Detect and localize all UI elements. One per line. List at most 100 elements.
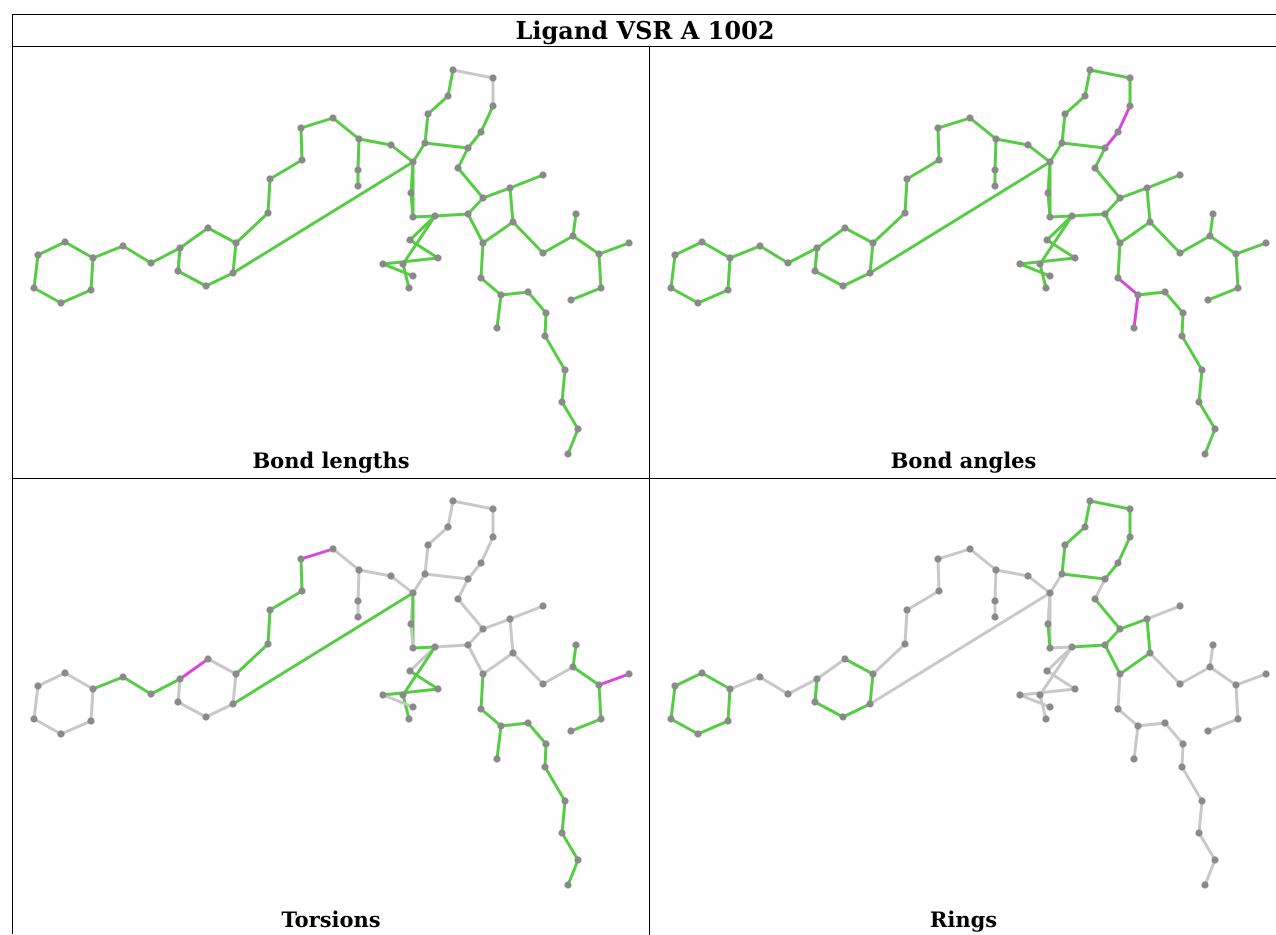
bond: [843, 226, 875, 245]
atom: [406, 667, 414, 675]
bond: [758, 244, 790, 265]
atom: [489, 533, 497, 541]
bond: [541, 665, 575, 686]
bond: [1048, 572, 1064, 595]
atom: [1114, 705, 1122, 713]
atom: [409, 644, 417, 652]
atom: [901, 209, 909, 217]
bond: [381, 693, 415, 709]
atom: [57, 730, 65, 738]
bond: [1132, 293, 1140, 330]
atom: [454, 595, 462, 603]
bond: [526, 721, 548, 746]
atom: [1036, 691, 1044, 699]
bond: [1116, 672, 1122, 711]
atom: [1016, 691, 1024, 699]
bond: [569, 286, 603, 302]
atom: [694, 730, 702, 738]
atom: [424, 110, 432, 118]
atom: [1114, 274, 1122, 282]
atom: [541, 763, 549, 771]
bond: [456, 577, 470, 601]
bond: [266, 608, 272, 646]
atom: [572, 210, 580, 218]
bond: [1118, 220, 1152, 245]
bond: [268, 589, 304, 612]
bond: [1197, 831, 1217, 862]
bond: [63, 240, 95, 260]
bond: [433, 212, 470, 218]
bond: [176, 269, 208, 288]
atom: [444, 92, 452, 100]
bond: [1163, 721, 1185, 746]
atom: [625, 670, 633, 678]
atom: [811, 698, 819, 706]
bond: [726, 256, 732, 292]
atom: [264, 209, 272, 217]
atom: [202, 713, 210, 721]
atom: [1195, 829, 1203, 837]
atom: [1204, 727, 1212, 735]
molecule-diagram-rings: [667, 497, 1270, 889]
bond: [1088, 499, 1132, 511]
bond: [401, 214, 437, 266]
bond: [481, 186, 512, 200]
bond: [389, 574, 415, 595]
figure-table: Ligand VSR A 1002 Bond lengths Bond angl…: [12, 14, 1276, 935]
bond: [1083, 499, 1092, 529]
bond: [401, 645, 437, 697]
atom: [1086, 497, 1094, 505]
atom: [329, 545, 337, 553]
atom: [1101, 641, 1109, 649]
bond: [936, 116, 972, 130]
atom: [229, 269, 237, 277]
table-divider-horizontal: [13, 478, 1276, 479]
bond: [560, 799, 567, 835]
bond: [597, 672, 631, 687]
panel-bond-angles: Bond angles: [650, 48, 1276, 478]
bond: [994, 137, 1030, 147]
bond: [1018, 687, 1077, 697]
atom: [298, 156, 306, 164]
atom: [399, 260, 407, 268]
atom: [574, 425, 582, 433]
atom: [298, 587, 306, 595]
panel-rings: Rings: [650, 479, 1276, 935]
bond: [466, 196, 485, 216]
bond: [495, 293, 503, 330]
bond: [408, 669, 440, 691]
bond: [1118, 617, 1149, 631]
atom: [229, 700, 237, 708]
atom: [698, 669, 706, 677]
atom: [569, 663, 577, 671]
atom: [1024, 572, 1032, 580]
atom: [493, 755, 501, 763]
atom: [493, 324, 501, 332]
bond: [456, 166, 485, 200]
bond: [543, 765, 567, 803]
atom: [991, 613, 999, 621]
atom: [354, 182, 362, 190]
bond: [968, 116, 998, 141]
bond: [1208, 234, 1238, 256]
atom: [698, 238, 706, 246]
atom: [421, 139, 429, 147]
bond: [813, 246, 819, 273]
atom: [61, 238, 69, 246]
bond: [1197, 400, 1217, 431]
atom: [1134, 291, 1142, 299]
atom: [542, 309, 550, 317]
atom: [934, 124, 942, 132]
bond: [1018, 262, 1052, 278]
bond: [499, 721, 530, 728]
atom: [934, 555, 942, 563]
bond: [1208, 212, 1215, 238]
bond: [560, 368, 567, 404]
panel-caption: Rings: [929, 907, 998, 932]
bond: [389, 143, 415, 164]
atom: [992, 566, 1000, 574]
atom: [174, 267, 182, 275]
atom: [406, 236, 414, 244]
bond: [1103, 643, 1122, 676]
bond: [59, 719, 93, 736]
